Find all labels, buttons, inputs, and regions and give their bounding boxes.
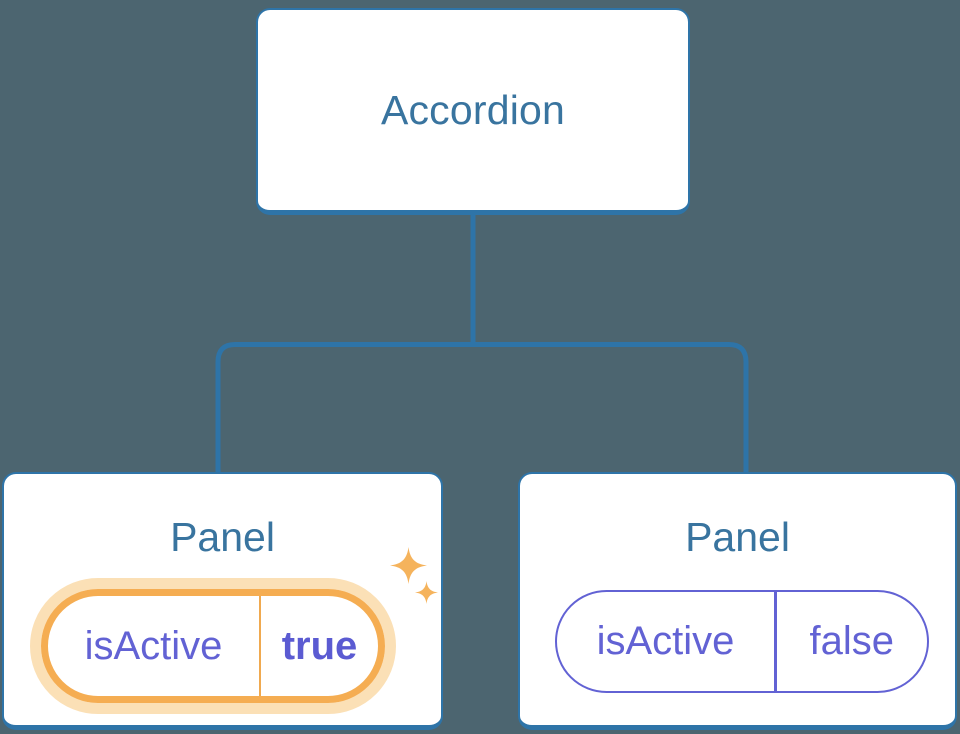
connector-branch — [215, 342, 749, 476]
sparkle-icon — [390, 547, 427, 584]
panel-node-inactive: Panel isActive false — [518, 472, 957, 730]
state-key: isActive — [84, 623, 223, 668]
state-pill-inactive: isActive false — [555, 590, 929, 693]
panel-title: Panel — [685, 514, 790, 560]
state-value: false — [809, 619, 895, 663]
accordion-label: Accordion — [380, 86, 566, 133]
state-pill-active: isActive true — [41, 589, 385, 703]
state-key: isActive — [596, 619, 735, 663]
panel-node-active: Panel isActive true — [2, 472, 443, 730]
accordion-node: Accordion — [256, 8, 690, 215]
panel-title: Panel — [170, 514, 275, 560]
pill-divider — [259, 596, 261, 696]
state-highlight-glow: isActive true — [30, 578, 396, 714]
sparkle-icon — [415, 581, 438, 604]
state-value: true — [281, 623, 358, 668]
pill-divider — [774, 592, 777, 691]
